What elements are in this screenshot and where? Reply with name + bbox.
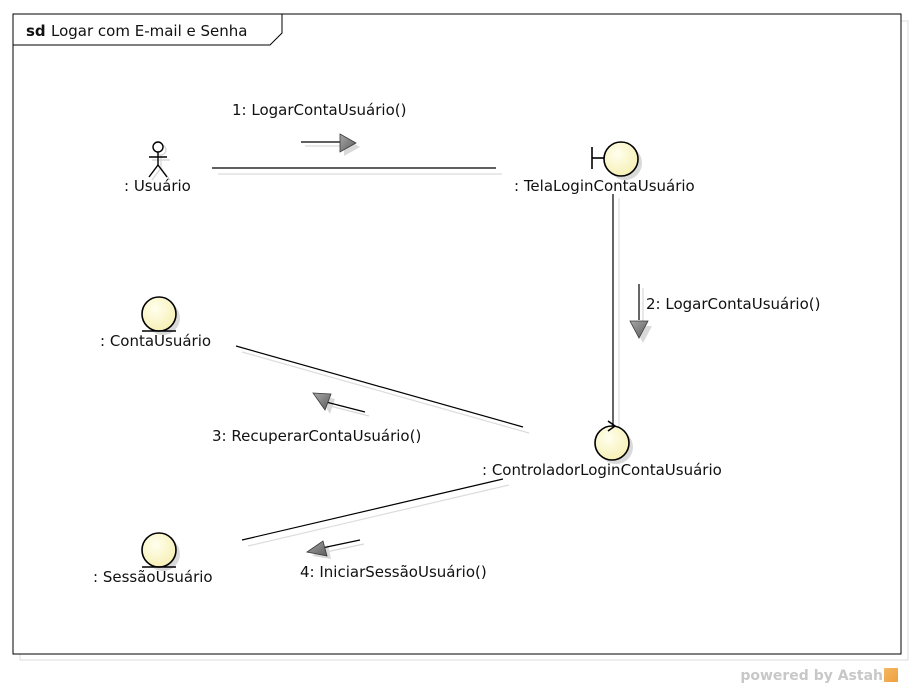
lifeline-label: : ContaUsuário xyxy=(100,332,211,350)
entity-conta-usuario[interactable]: : ContaUsuário xyxy=(100,296,211,350)
lifeline-label: : TelaLoginContaUsuário xyxy=(514,177,695,195)
message-1[interactable]: 1: LogarContaUsuário() xyxy=(232,101,406,156)
lifeline-label: : Usuário xyxy=(124,177,191,195)
astah-watermark: powered by Astah xyxy=(740,668,898,684)
message-label: 2: LogarContaUsuário() xyxy=(646,295,820,313)
message-arrow-down-icon xyxy=(629,284,652,343)
link-tela-controlador xyxy=(612,194,620,430)
lifeline-label: : ControladorLoginContaUsuário xyxy=(482,461,722,479)
message-label: 4: IniciarSessãoUsuário() xyxy=(300,563,487,581)
message-arrow-left-icon xyxy=(312,392,370,417)
link-sessao-controlador xyxy=(241,478,510,547)
message-label: 1: LogarContaUsuário() xyxy=(232,101,406,119)
actor-icon xyxy=(148,141,171,181)
control-controlador-login[interactable]: : ControladorLoginContaUsuário xyxy=(482,420,722,479)
entity-icon xyxy=(141,532,180,571)
message-3[interactable]: 3: RecuperarContaUsuário() xyxy=(212,392,421,445)
astah-logo-icon xyxy=(884,668,898,682)
boundary-tela-login[interactable]: : TelaLoginContaUsuário xyxy=(514,141,695,195)
link-conta-controlador xyxy=(235,345,530,434)
frame-keyword: sd xyxy=(26,22,46,40)
watermark-text: powered by Astah xyxy=(740,668,883,684)
link-usuario-tela xyxy=(212,167,502,175)
message-arrow-right-icon xyxy=(301,133,360,156)
message-4[interactable]: 4: IniciarSessãoUsuário() xyxy=(300,539,487,581)
message-2[interactable]: 2: LogarContaUsuário() xyxy=(629,284,820,343)
control-icon xyxy=(594,420,633,464)
message-label: 3: RecuperarContaUsuário() xyxy=(212,427,421,445)
entity-icon xyxy=(141,296,180,335)
boundary-icon xyxy=(591,141,642,180)
actor-usuario[interactable]: : Usuário xyxy=(124,141,191,195)
message-arrow-left-icon xyxy=(305,539,365,559)
entity-sessao-usuario[interactable]: : SessãoUsuário xyxy=(93,532,213,586)
frame-title: Logar com E-mail e Senha xyxy=(51,22,247,40)
lifeline-label: : SessãoUsuário xyxy=(93,568,213,586)
